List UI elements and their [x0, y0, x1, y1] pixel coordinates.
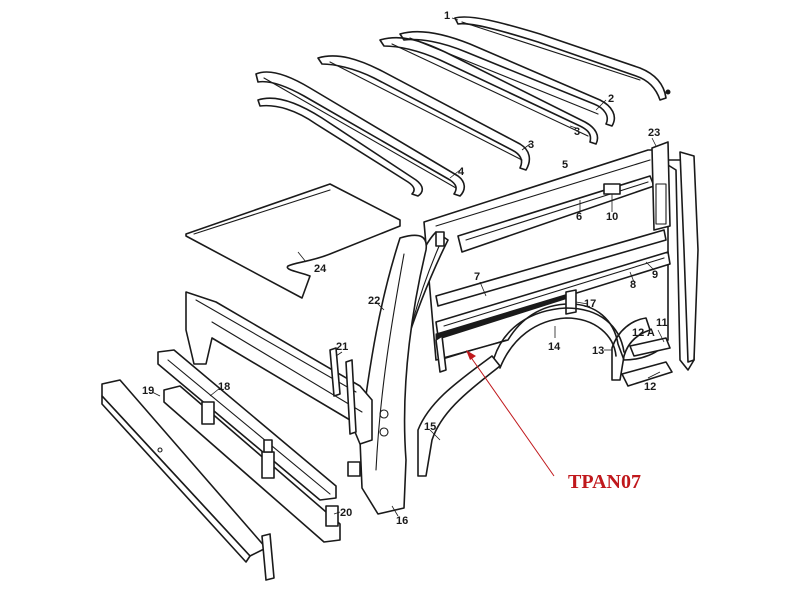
- label-21: 21: [336, 341, 348, 353]
- label-9: 9: [652, 269, 658, 281]
- side-frame-21: [185, 291, 373, 445]
- part-labels: 1 2 3 3 4 5 6 7 8 9 10 11 12 12 A 13 14 …: [142, 10, 668, 527]
- bracket-17: [565, 289, 577, 315]
- label-4: 4: [458, 166, 465, 178]
- label-7: 7: [474, 271, 480, 283]
- callout-label: TPAN07: [568, 471, 641, 493]
- lower-rail-8-9: [435, 251, 671, 373]
- label-23: 23: [648, 127, 660, 139]
- label-6: 6: [576, 211, 582, 223]
- label-10: 10: [606, 211, 618, 223]
- roof-capping-3-upper: [379, 36, 599, 145]
- sill-rail-18: [157, 349, 341, 543]
- leader-lines: [151, 17, 665, 517]
- label-11: 11: [656, 317, 668, 329]
- roof-capping-1: [454, 16, 671, 101]
- label-1: 1: [444, 10, 450, 22]
- label-8: 8: [630, 279, 636, 291]
- label-14: 14: [548, 341, 561, 353]
- arch-trim-13: [611, 317, 651, 381]
- label-18: 18: [218, 381, 230, 393]
- roof-capping-3-lower: [317, 55, 531, 171]
- callout-arrowhead: [466, 350, 476, 360]
- rear-corner-panel-11: [659, 151, 699, 371]
- label-5: 5: [562, 159, 568, 171]
- label-16: 16: [396, 515, 408, 527]
- trim-strip: [261, 533, 275, 581]
- wheel-arch-15: [417, 355, 501, 477]
- label-19: 19: [142, 385, 154, 397]
- label-24: 24: [314, 263, 327, 275]
- label-12a: 12 A: [632, 327, 655, 339]
- wheel-arch-14: [493, 307, 625, 369]
- moulding-strip-7: [435, 229, 667, 307]
- callout: TPAN07: [466, 350, 641, 493]
- label-20: 20: [340, 507, 352, 519]
- label-2: 2: [608, 93, 614, 105]
- label-3-upper: 3: [574, 126, 580, 138]
- label-3-lower: 3: [528, 139, 534, 151]
- label-12: 12: [644, 381, 656, 393]
- label-17: 17: [584, 298, 596, 310]
- callout-leader: [469, 355, 555, 477]
- floor-panel-24: [185, 183, 401, 299]
- door-post-16: [347, 234, 428, 515]
- roof-rail-4: [255, 71, 466, 197]
- lamp-plate-12: [621, 337, 673, 387]
- label-22: 22: [368, 295, 380, 307]
- corner-pillar-23: [651, 141, 671, 231]
- label-15: 15: [424, 421, 436, 433]
- side-panel-19: [101, 379, 267, 563]
- bracket-10: [603, 183, 621, 195]
- label-13: 13: [592, 345, 604, 357]
